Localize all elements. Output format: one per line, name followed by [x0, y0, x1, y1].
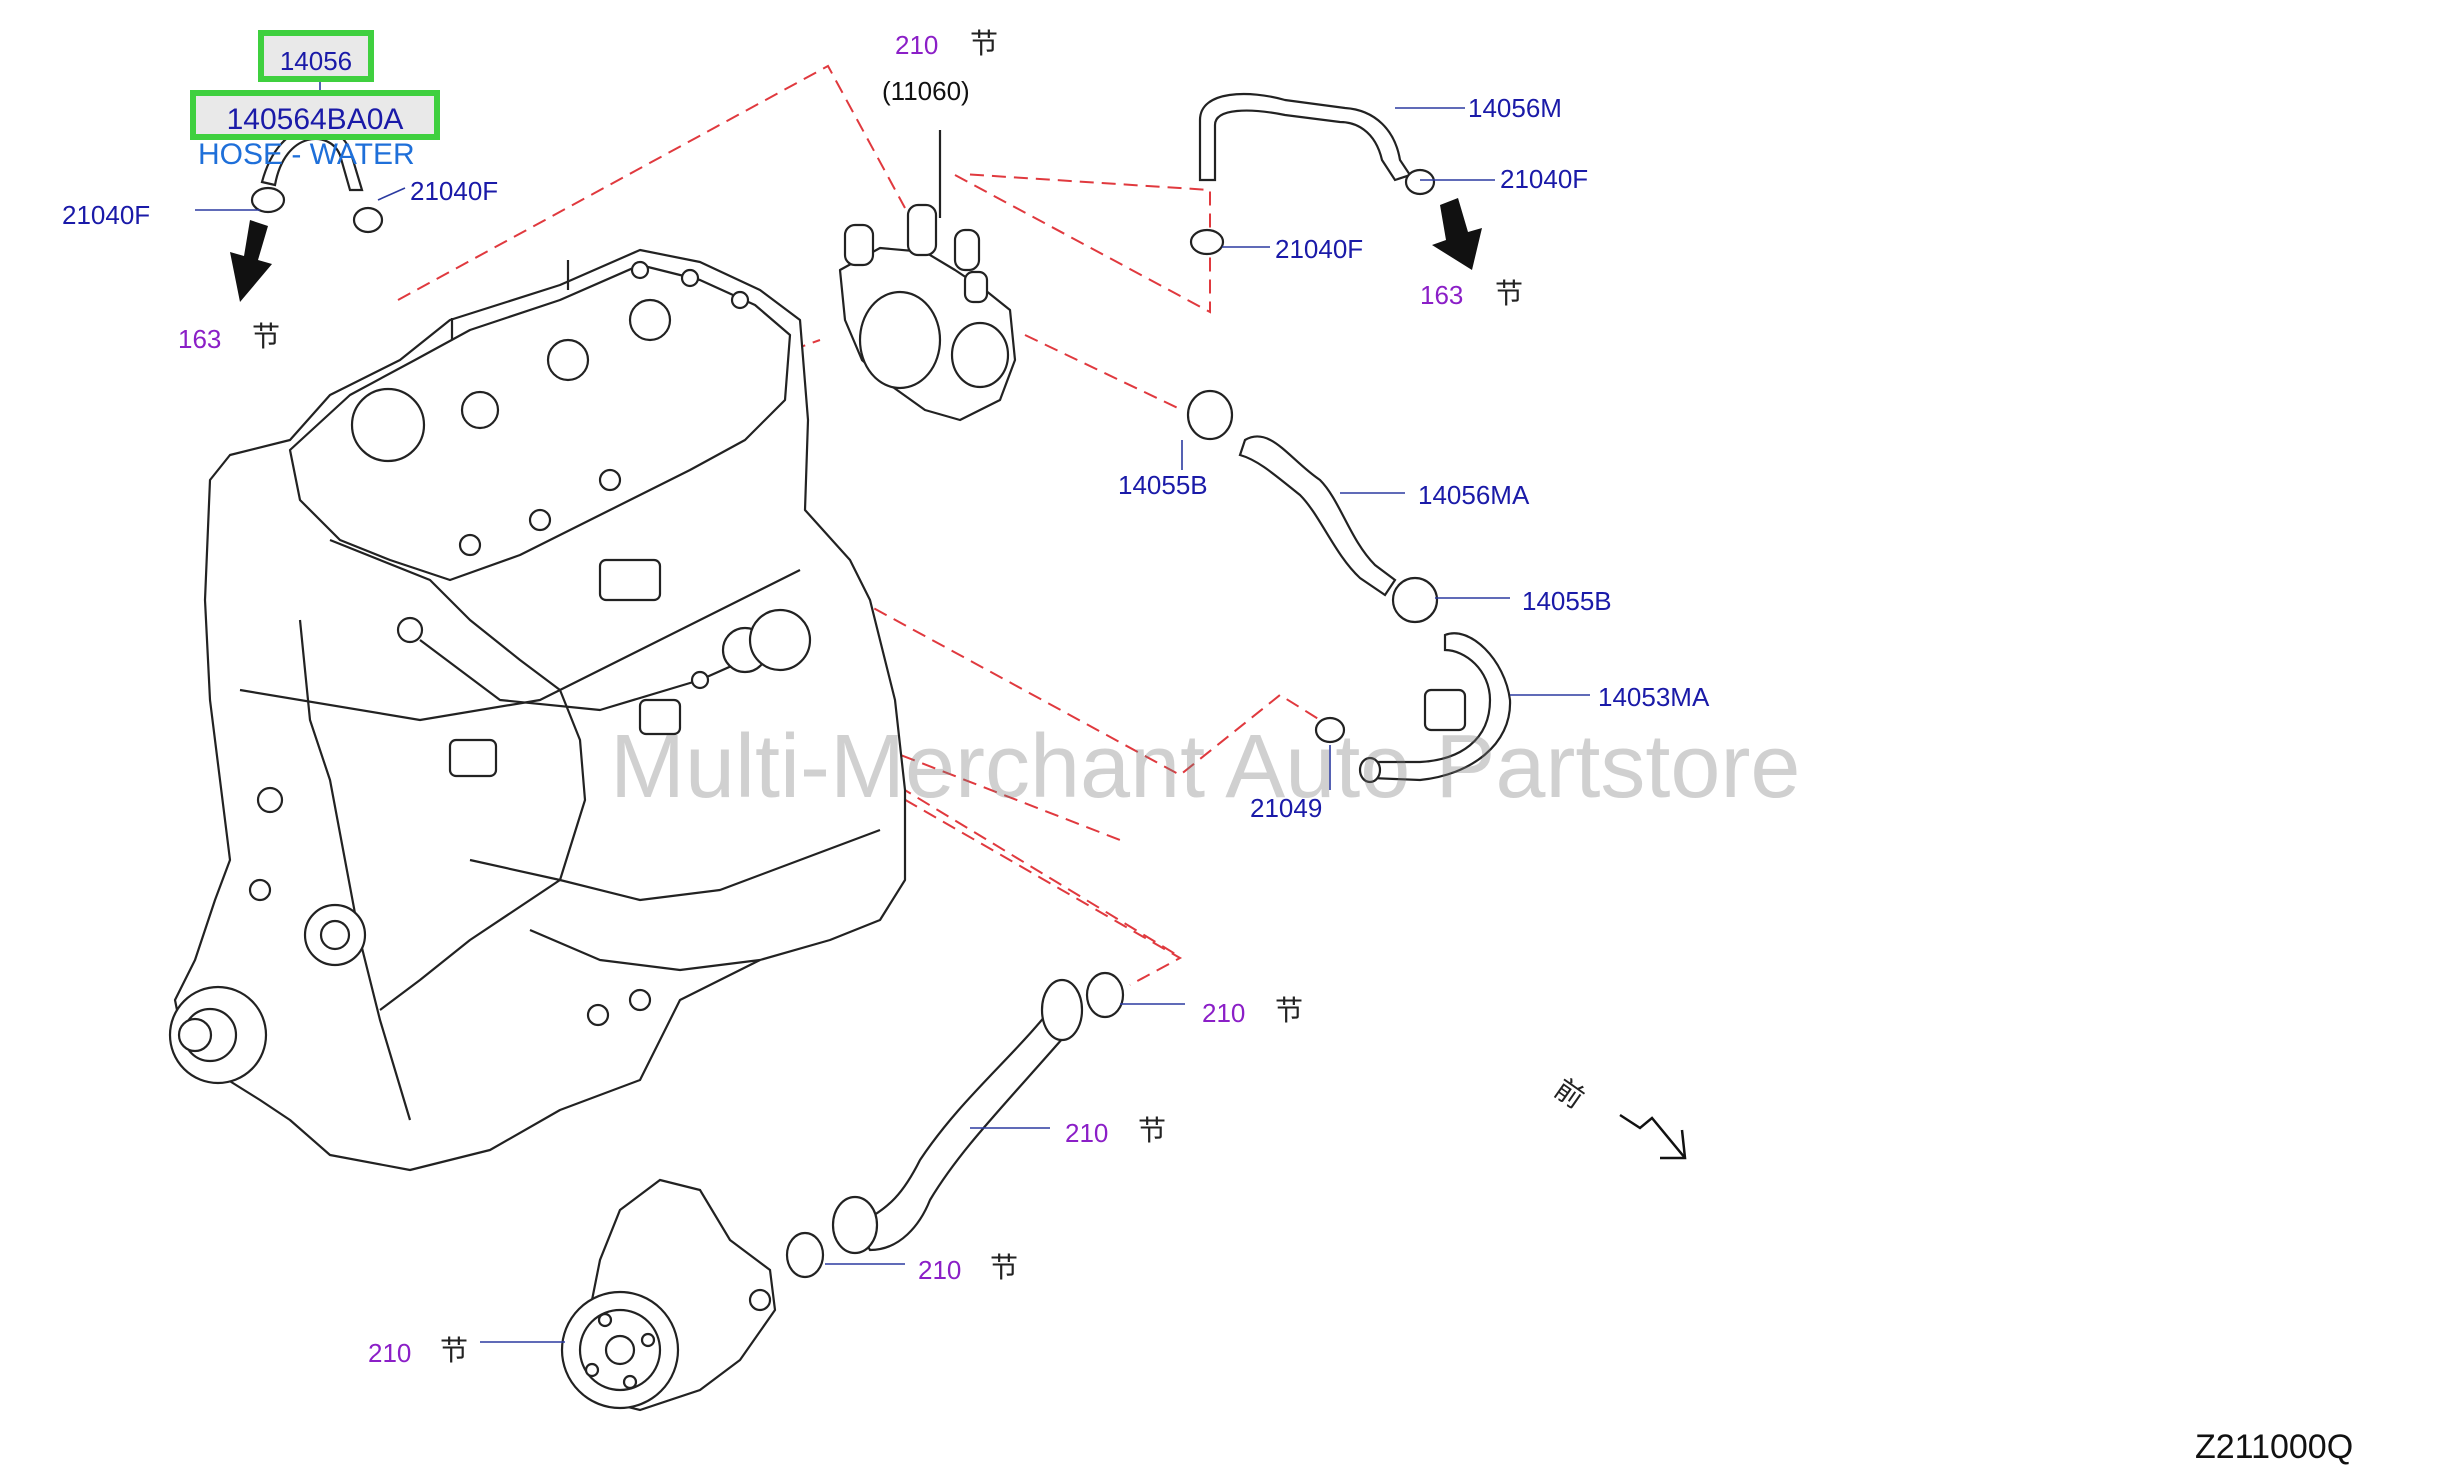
- hose-14056ma: [1186, 389, 1439, 624]
- section-163-right[interactable]: 163: [1420, 280, 1464, 310]
- label-clamp-14055b-b[interactable]: 14055B: [1522, 586, 1612, 616]
- part-14056-callout[interactable]: 14056: [258, 30, 374, 82]
- label-clip-right-b[interactable]: 21040F: [1275, 234, 1364, 264]
- label-clamp-14055b-a[interactable]: 14055B: [1118, 470, 1208, 500]
- section-210-top[interactable]: 210: [895, 30, 939, 60]
- label-oring-21049[interactable]: 21049: [1250, 793, 1323, 823]
- front-arrow-icon: [1619, 1113, 1687, 1160]
- part-number-callout[interactable]: 140564BA0A: [190, 90, 440, 140]
- watermark: Multi-Merchant Auto Partstore: [610, 717, 1801, 817]
- label-hose-14056m[interactable]: 14056M: [1468, 93, 1562, 123]
- section-glyph-163-left: 节: [252, 320, 281, 353]
- section-glyph-210-pump: 节: [440, 1334, 469, 1367]
- part-description: HOSE - WATER: [198, 138, 415, 171]
- section-210-oring-top[interactable]: 210: [1202, 998, 1246, 1028]
- section-glyph-163-right: 节: [1495, 277, 1524, 310]
- water-pump: [560, 1178, 777, 1412]
- label-11060[interactable]: (11060): [882, 76, 970, 106]
- thermostat-housing: [838, 130, 1017, 422]
- label-hose-14056ma[interactable]: 14056MA: [1418, 480, 1530, 510]
- section-163-left[interactable]: 163: [178, 324, 222, 354]
- section-210-pump[interactable]: 210: [368, 1338, 412, 1368]
- part-14056-label: 14056: [279, 46, 353, 76]
- drawing-code: Z211000Q: [2195, 1428, 2354, 1466]
- label-pipe-14053ma[interactable]: 14053MA: [1598, 682, 1710, 712]
- pipe-14053ma: [1314, 632, 1512, 784]
- section-210-oring-bottom[interactable]: 210: [918, 1255, 962, 1285]
- dashed-leader-lines: [397, 64, 1321, 986]
- section-glyph-210-oring-bottom: 节: [990, 1251, 1019, 1284]
- water-pipe-lower: [785, 971, 1125, 1279]
- section-glyph-210-pipe: 节: [1138, 1114, 1167, 1147]
- label-clip-left-b[interactable]: 21040F: [410, 176, 499, 206]
- section-glyph-210-oring-top: 节: [1275, 994, 1304, 1027]
- engine-block: [168, 248, 907, 1172]
- hose-14056: [250, 125, 384, 234]
- part-number-label: 140564BA0A: [226, 103, 404, 136]
- section-glyph-210-top: 节: [970, 27, 999, 60]
- label-clip-right-a[interactable]: 21040F: [1500, 164, 1589, 194]
- hose-14056m: [1189, 92, 1436, 256]
- label-clip-left-a[interactable]: 21040F: [62, 200, 151, 230]
- section-210-pipe[interactable]: 210: [1065, 1118, 1109, 1148]
- direction-arrows: [230, 198, 1482, 302]
